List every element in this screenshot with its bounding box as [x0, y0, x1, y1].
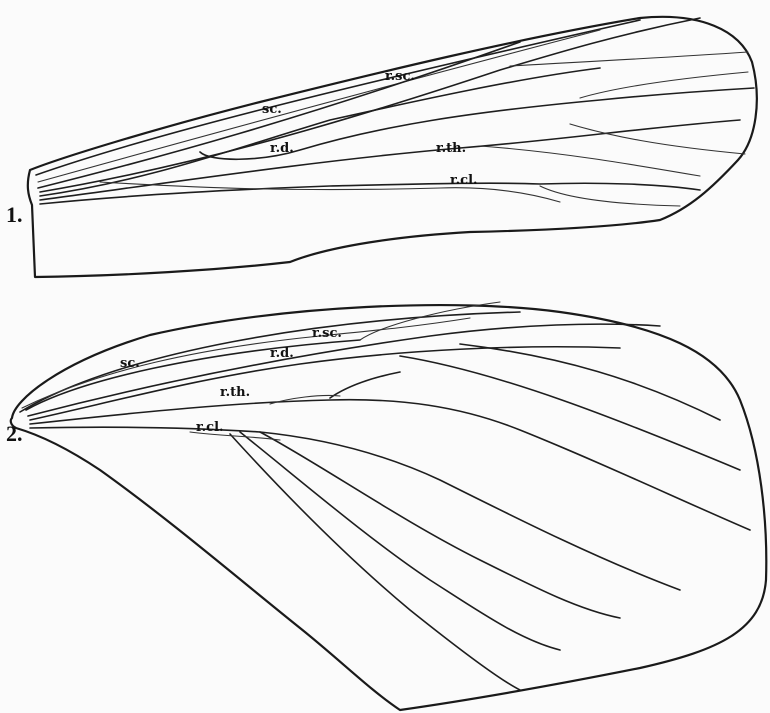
forewing-label-rsc: r.sc.	[385, 69, 415, 84]
forewing-rth-branch2-vein	[480, 146, 700, 176]
forewing-label-rcl: r.cl.	[450, 173, 478, 188]
hindwing-vein-b	[400, 356, 740, 470]
forewing-label-rd: r.d.	[270, 141, 294, 156]
hindwing-label-sc: sc.	[120, 356, 140, 371]
hindwing-label-rsc: r.sc.	[312, 326, 342, 341]
hindwing-label-rcl: r.cl.	[196, 420, 224, 435]
forewing-label-rth: r.th.	[436, 141, 466, 156]
forewing: sc. r.sc. r.d. r.th. r.cl.	[28, 17, 757, 277]
forewing-outline	[28, 17, 757, 277]
forewing-costa-inner-vein	[38, 30, 600, 182]
forewing-rcl-branch-vein	[540, 186, 680, 206]
hindwing-vein-a	[460, 344, 720, 420]
hindwing-rcl-branch1-vein	[260, 432, 620, 618]
hindwing-rth-branch-vein	[330, 372, 400, 398]
forewing-label-sc: sc.	[262, 102, 282, 117]
forewing-anal-vein	[100, 182, 560, 202]
hindwing-label-rd: r.d.	[270, 346, 294, 361]
hindwing: sc. r.sc. r.d. r.th. r.cl.	[11, 302, 766, 710]
hindwing-rd-vein	[30, 347, 620, 420]
figure-number-2: 2.	[6, 421, 23, 446]
hindwing-rcl-vein	[30, 427, 680, 590]
forewing-rsc-vein	[40, 18, 700, 192]
forewing-rsc-branch-vein	[510, 52, 748, 66]
figure-number-1: 1.	[6, 202, 23, 227]
hindwing-label-rth: r.th.	[220, 385, 250, 400]
hindwing-anal-vein	[230, 434, 520, 690]
